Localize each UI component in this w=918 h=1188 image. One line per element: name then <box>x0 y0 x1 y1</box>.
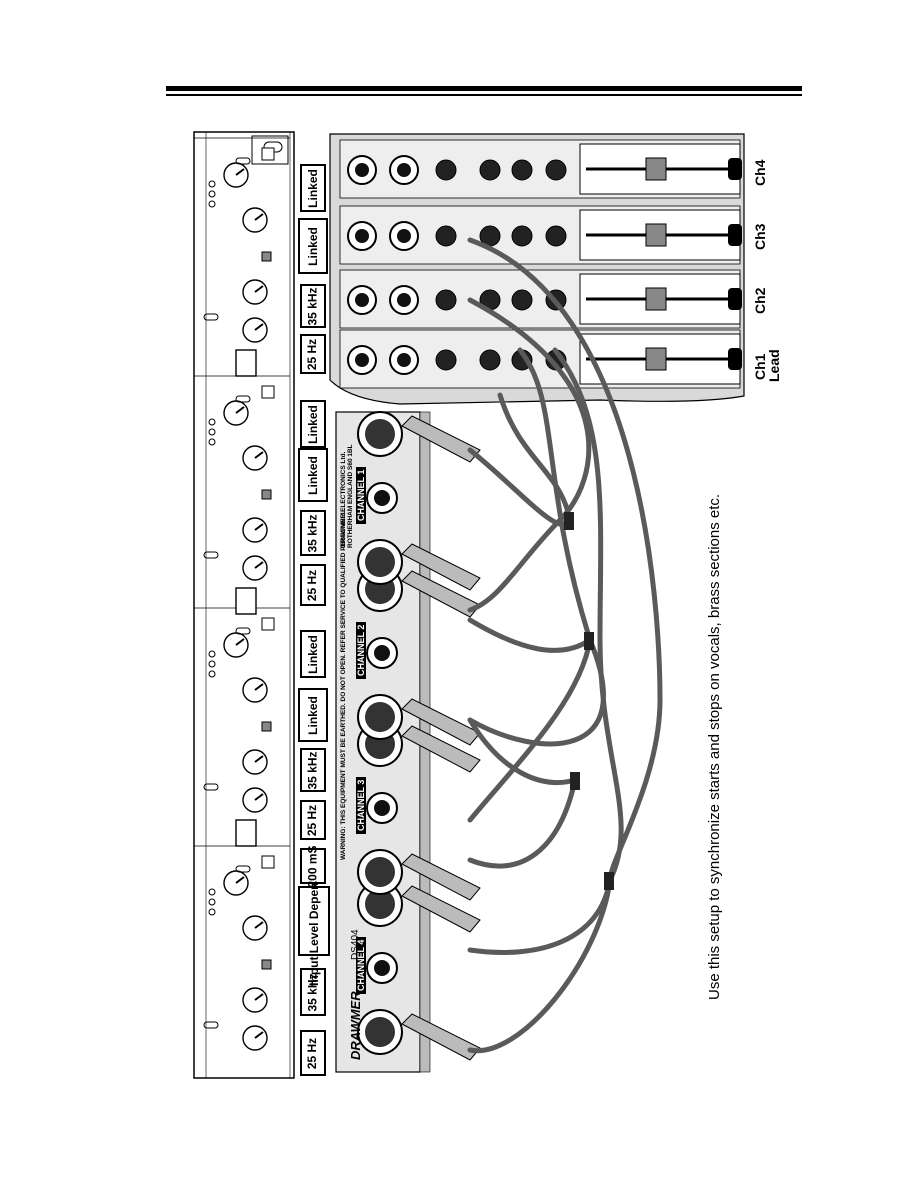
xlr-plug <box>401 885 481 933</box>
mixer-knob <box>545 159 567 181</box>
y-splitter-3 <box>570 772 580 790</box>
channel-tag <box>728 348 742 370</box>
gate-button <box>261 721 272 732</box>
filter-lo-box-ch4: 25 Hz <box>300 334 326 374</box>
filter-hi-box-ch2: 35 kHz <box>300 748 326 792</box>
gate-button <box>261 617 275 631</box>
mixer-channel-label: Ch2 <box>752 287 768 314</box>
gate-button <box>261 489 272 500</box>
mixer-channel-label: Ch3 <box>752 223 768 250</box>
gate-sections <box>194 137 290 1051</box>
xlr-plug <box>401 415 481 463</box>
filter-lo-box-ch3: 25 Hz <box>300 564 326 606</box>
threshold-box-ch2: Linked <box>298 688 328 742</box>
threshold-box-ch1: Input Level Dependant <box>298 857 330 985</box>
header-rule-thick <box>166 86 802 91</box>
fader-cap <box>645 223 667 247</box>
caption: Use this setup to synchronize starts and… <box>706 493 723 1000</box>
mixer-strip-1 <box>339 329 742 389</box>
fader-cap <box>645 157 667 181</box>
mixer-channel-label: Ch4 <box>752 159 768 186</box>
rear-channel-label: CHANNEL 3 <box>356 776 366 834</box>
mixer-knob <box>435 349 457 371</box>
channel-tag <box>728 224 742 246</box>
release-box-ch1: 200 mS <box>300 845 326 887</box>
mixer-knob <box>511 289 533 311</box>
gate-channel-3 <box>194 375 290 581</box>
mixer-knob <box>435 289 457 311</box>
gate-channel-4 <box>194 137 290 343</box>
fader-cap <box>645 287 667 311</box>
y-splitter-4 <box>604 872 614 890</box>
rear-channel-label: CHANNEL 2 <box>356 621 366 679</box>
gate-button <box>261 147 275 161</box>
mixer-knob <box>545 225 567 247</box>
rear-channel-1 <box>357 411 481 591</box>
slave-switch <box>235 587 257 615</box>
mixer-knob <box>435 225 457 247</box>
fader-cap <box>645 347 667 371</box>
mixer-strip-2 <box>339 269 742 329</box>
channel-tag <box>728 158 742 180</box>
gate-channel-2 <box>194 607 290 813</box>
mixer-knob <box>479 349 501 371</box>
gate-channel-1 <box>194 845 290 1051</box>
filter-hi-box-ch3: 35 kHz <box>300 510 326 556</box>
mixer-channel-sublabel: Lead <box>766 349 782 382</box>
rear-channel-label: CHANNEL 1 <box>356 466 366 524</box>
xlr-plug <box>401 853 481 901</box>
filter-lo-box-ch2: 25 Hz <box>300 800 326 840</box>
gate-button <box>261 959 272 970</box>
gate-button <box>261 251 272 262</box>
header-rule-thin <box>166 94 802 96</box>
y-splitter-1 <box>564 512 574 530</box>
xlr-plug <box>401 725 481 773</box>
threshold-box-ch4: Linked <box>298 218 328 274</box>
xlr-plug <box>401 543 481 591</box>
slave-switch <box>235 349 257 377</box>
xlr-plug <box>401 1013 481 1061</box>
mixer-strips <box>339 139 742 389</box>
y-splitter-2 <box>584 632 594 650</box>
filter-hi-box-ch1: 35 kHz <box>300 968 326 1016</box>
maker-label: DRAWMER ELECTRONICS Ltd. ROTHERHAM ENGLA… <box>340 444 354 548</box>
brand-label: DRAWMER <box>348 991 363 1060</box>
rear-connectors <box>357 411 481 1061</box>
mixer-knob <box>511 225 533 247</box>
channel-tag <box>728 288 742 310</box>
filter-lo-box-ch1: 25 Hz <box>300 1030 326 1076</box>
rear-channel-4 <box>357 881 481 1061</box>
gate-button <box>261 385 275 399</box>
gate-button <box>261 855 275 869</box>
release-box-ch2: Linked <box>300 630 326 678</box>
rear-channel-label: CHANNEL 4 <box>356 936 366 994</box>
threshold-box-ch3: Linked <box>298 448 328 502</box>
mixer-strip-3 <box>339 205 742 265</box>
filter-hi-box-ch4: 35 kHz <box>300 284 326 328</box>
mixer-knob <box>435 159 457 181</box>
slave-switch <box>235 819 257 847</box>
release-box-ch4: Linked <box>300 164 326 212</box>
mixer-knob <box>479 159 501 181</box>
mixer-strip-4 <box>339 139 742 199</box>
release-box-ch3: Linked <box>300 400 326 448</box>
rear-channel-3 <box>357 721 481 901</box>
mixer-knob <box>511 159 533 181</box>
